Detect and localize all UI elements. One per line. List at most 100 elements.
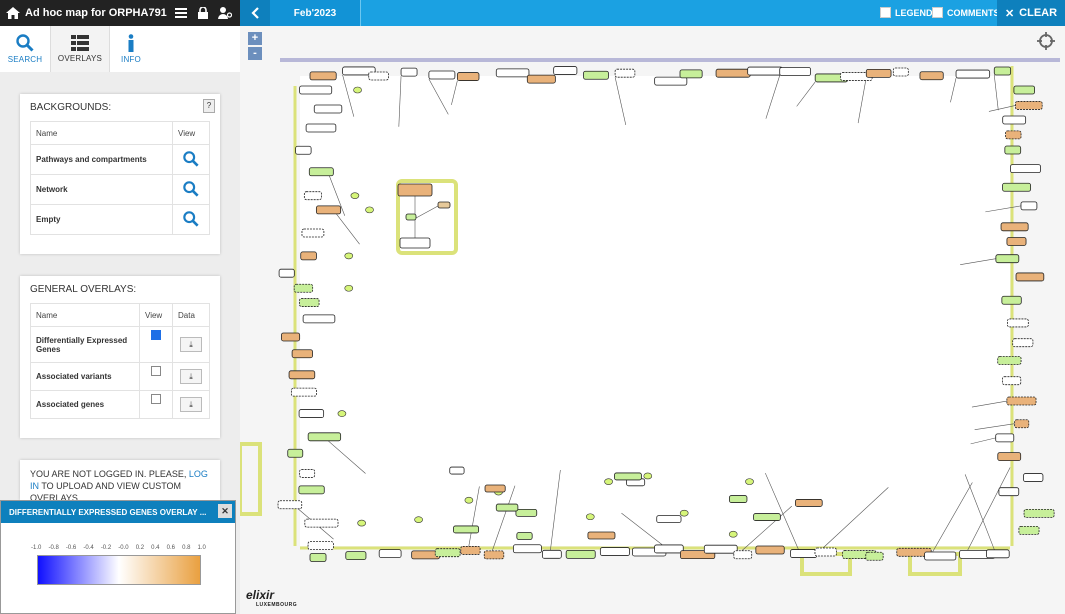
species-node[interactable] — [302, 314, 336, 324]
molecule-node[interactable] — [353, 86, 362, 94]
species-node[interactable] — [1002, 376, 1022, 386]
species-node[interactable] — [753, 513, 781, 521]
species-node[interactable] — [484, 484, 506, 493]
species-node[interactable] — [1006, 396, 1037, 406]
version-label[interactable]: Feb'2023 — [270, 0, 361, 26]
species-node[interactable] — [986, 549, 1010, 559]
login-link[interactable]: LOG IN — [30, 469, 208, 491]
species-node[interactable] — [1018, 525, 1040, 535]
species-node[interactable] — [516, 532, 533, 540]
species-node[interactable] — [865, 68, 892, 78]
species-node[interactable] — [993, 66, 1012, 76]
zoom-in-button[interactable]: + — [248, 32, 262, 45]
species-node[interactable] — [997, 452, 1022, 462]
species-node[interactable] — [599, 547, 630, 556]
species-node[interactable] — [309, 71, 337, 81]
species-node[interactable] — [565, 549, 596, 559]
species-node[interactable] — [1004, 145, 1022, 155]
species-node[interactable] — [1023, 508, 1055, 518]
species-node[interactable] — [1015, 272, 1045, 282]
close-dialog-button[interactable]: ✕ — [218, 504, 232, 518]
species-node[interactable] — [315, 205, 342, 215]
view-background-button[interactable] — [172, 174, 210, 205]
species-node[interactable] — [814, 547, 837, 557]
species-node[interactable] — [299, 298, 320, 307]
molecule-node[interactable] — [350, 192, 360, 199]
species-node[interactable] — [755, 545, 785, 555]
species-node[interactable] — [795, 499, 823, 507]
map-canvas[interactable]: + - elixir LUXEMBOURG — [240, 26, 1065, 614]
species-node[interactable] — [308, 167, 334, 177]
molecule-node[interactable] — [464, 496, 474, 504]
download-button[interactable]: ⤓ — [180, 397, 202, 412]
comments-checkbox[interactable] — [932, 7, 943, 18]
species-node[interactable] — [305, 123, 337, 133]
molecule-node[interactable] — [679, 509, 689, 517]
species-node[interactable] — [1002, 182, 1032, 192]
species-node[interactable] — [399, 237, 431, 249]
species-node[interactable] — [1012, 338, 1034, 348]
species-node[interactable] — [614, 68, 636, 78]
species-node[interactable] — [495, 68, 530, 78]
species-node[interactable] — [287, 448, 304, 458]
species-node[interactable] — [299, 469, 316, 478]
menu-icon[interactable] — [172, 4, 190, 22]
species-node[interactable] — [456, 72, 480, 81]
species-node[interactable] — [281, 332, 301, 342]
species-node[interactable] — [1000, 222, 1029, 232]
species-node[interactable] — [1023, 473, 1044, 482]
species-node[interactable] — [288, 370, 316, 380]
species-node[interactable] — [291, 387, 317, 397]
species-node[interactable] — [1005, 130, 1022, 140]
species-node[interactable] — [293, 283, 314, 293]
species-node[interactable] — [298, 485, 325, 495]
user-settings-icon[interactable] — [216, 4, 234, 22]
molecule-node[interactable] — [357, 519, 366, 527]
species-node[interactable] — [654, 76, 688, 86]
species-node[interactable] — [1020, 201, 1038, 211]
compartment[interactable] — [396, 179, 458, 255]
species-node[interactable] — [1007, 318, 1029, 328]
legend-checkbox[interactable] — [880, 7, 891, 18]
download-button[interactable]: ⤓ — [180, 337, 202, 352]
species-node[interactable] — [526, 74, 556, 84]
molecule-node[interactable] — [745, 478, 754, 485]
lock-icon[interactable] — [194, 4, 212, 22]
pathway-diagram[interactable] — [240, 26, 1065, 614]
species-node[interactable] — [307, 432, 342, 442]
species-node[interactable] — [995, 433, 1015, 443]
back-button[interactable] — [240, 0, 270, 26]
tab-search[interactable]: SEARCH — [0, 26, 50, 72]
molecule-node[interactable] — [604, 478, 613, 485]
species-node[interactable] — [1013, 85, 1035, 95]
species-node[interactable] — [840, 72, 873, 81]
home-icon[interactable] — [6, 7, 20, 19]
species-node[interactable] — [1010, 164, 1041, 174]
molecule-node[interactable] — [728, 530, 738, 538]
view-background-button[interactable] — [172, 204, 210, 235]
species-node[interactable] — [654, 544, 684, 554]
species-node[interactable] — [298, 409, 325, 418]
species-node[interactable] — [728, 495, 748, 503]
species-node[interactable] — [405, 213, 417, 221]
species-node[interactable] — [309, 553, 327, 562]
molecule-node[interactable] — [344, 284, 354, 292]
species-node[interactable] — [453, 525, 480, 534]
species-node[interactable] — [892, 67, 909, 77]
view-background-button[interactable] — [172, 144, 210, 175]
species-node[interactable] — [1006, 237, 1027, 246]
species-node[interactable] — [553, 66, 578, 75]
molecule-node[interactable] — [337, 410, 347, 417]
species-node[interactable] — [300, 251, 317, 261]
clear-button[interactable]: ✕ CLEAR — [997, 0, 1065, 26]
species-node[interactable] — [747, 66, 783, 76]
species-node[interactable] — [277, 500, 303, 510]
overlay-view-checkbox[interactable] — [151, 330, 161, 340]
species-node[interactable] — [919, 71, 944, 81]
species-node[interactable] — [378, 549, 402, 559]
species-node[interactable] — [715, 68, 751, 78]
species-node[interactable] — [495, 503, 519, 512]
species-node[interactable] — [368, 71, 389, 81]
species-node[interactable] — [483, 550, 505, 560]
molecule-node[interactable] — [643, 472, 653, 480]
